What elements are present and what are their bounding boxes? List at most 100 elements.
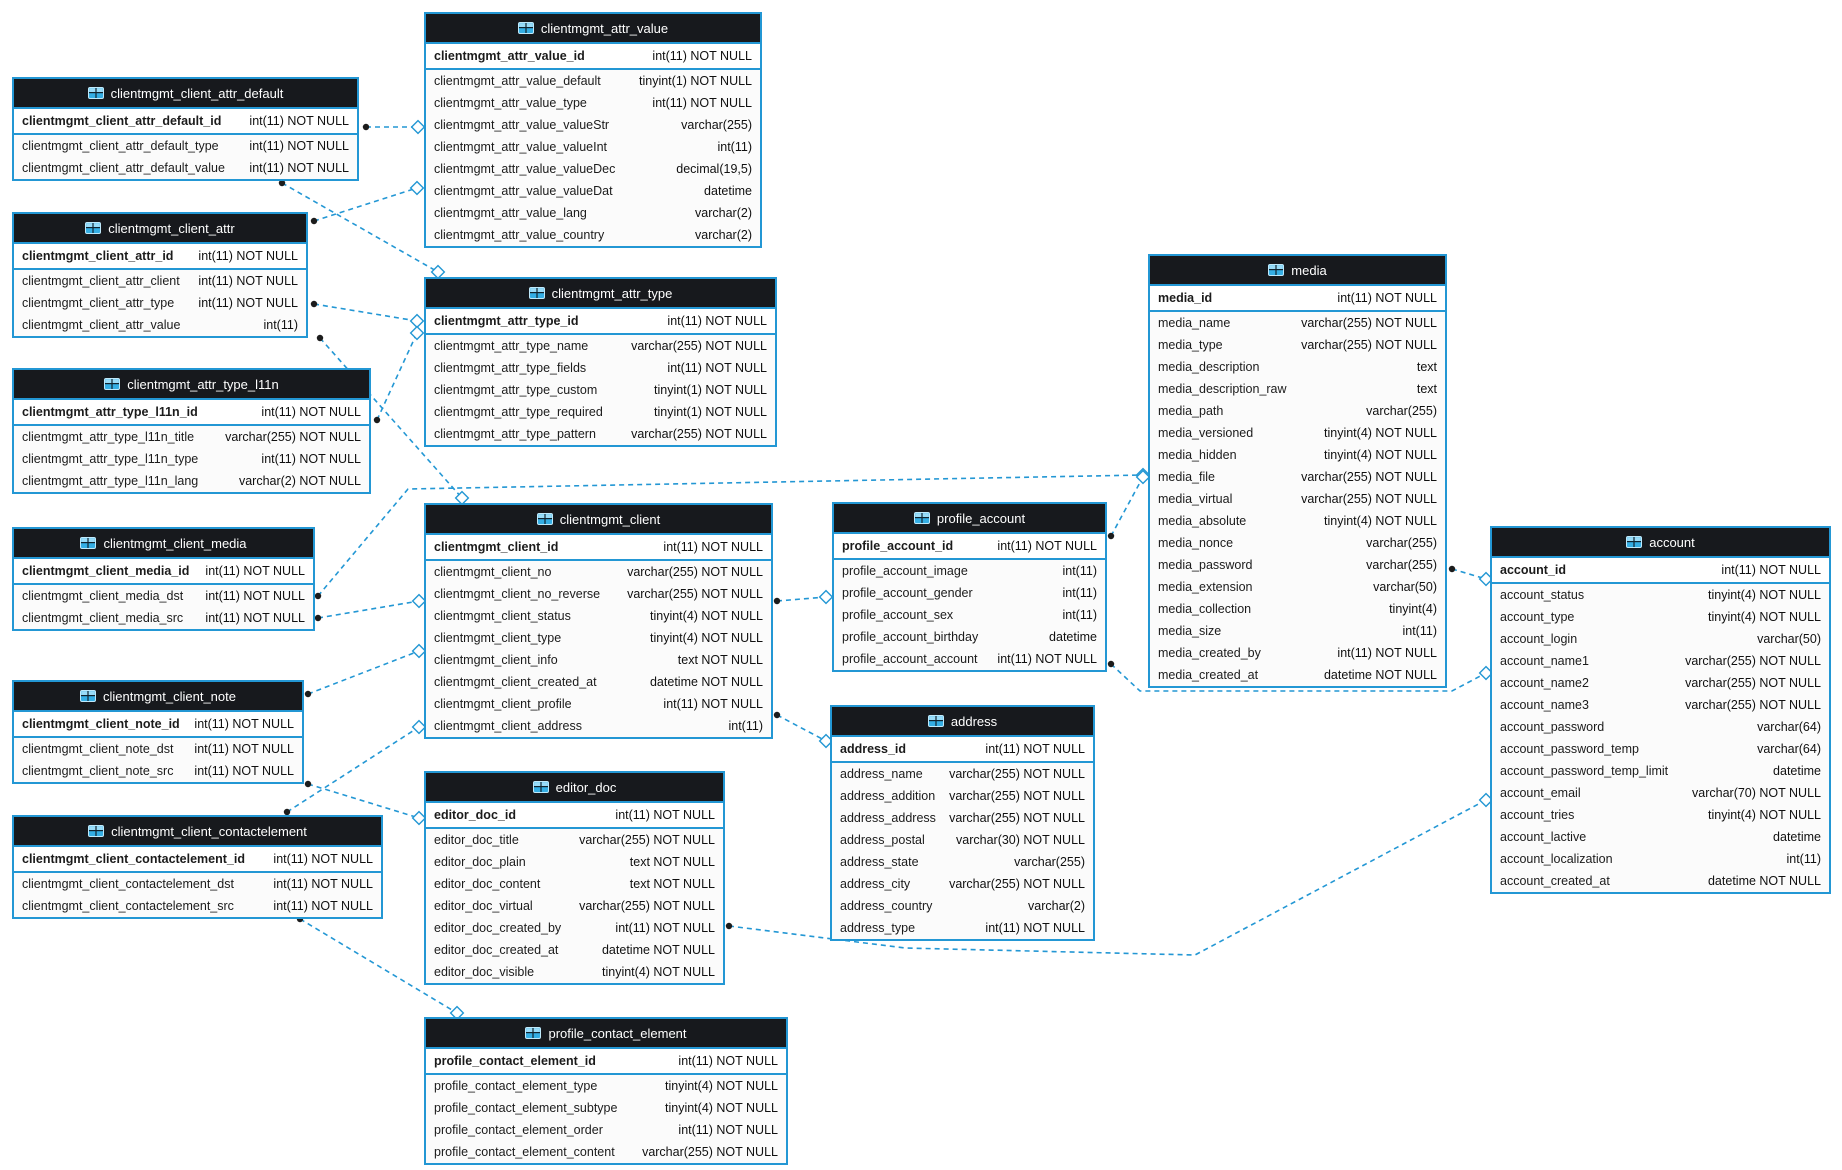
relationship-line-clientmgmt_client_media-to-clientmgmt_client[interactable] — [317, 600, 420, 619]
relationship-line-clientmgmt_client_attr-to-clientmgmt_attr_value[interactable] — [313, 187, 418, 222]
relationship-line-profile_account-to-media[interactable] — [1110, 476, 1144, 537]
relationship-line-editor_doc-to-account[interactable] — [728, 799, 1487, 956]
relationship-line-clientmgmt_client_contactelement-to-profile_contact_element[interactable] — [299, 918, 458, 1014]
table-header[interactable]: clientmgmt_attr_type_l11n — [14, 370, 369, 398]
table-header[interactable]: profile_account — [834, 504, 1105, 532]
relationship-line-clientmgmt_client_note-to-editor_doc[interactable] — [307, 783, 420, 819]
relationship-line-clientmgmt_attr_type_l11n-to-clientmgmt_attr_type[interactable] — [376, 332, 418, 421]
relationship-line-clientmgmt_client_contactelement-to-clientmgmt_client[interactable] — [286, 726, 420, 813]
table-header[interactable]: address — [832, 707, 1093, 735]
relationship-line-clientmgmt_client_attr_default-to-clientmgmt_attr_type[interactable] — [281, 182, 439, 273]
relationship-line-clientmgmt_client-to-profile_account[interactable] — [776, 596, 827, 602]
relationship-line-clientmgmt_client_media-to-media[interactable] — [317, 474, 1144, 597]
table-header[interactable]: media — [1150, 256, 1445, 284]
table-header[interactable]: clientmgmt_attr_value — [426, 14, 760, 42]
relationship-line-clientmgmt_client_note-to-clientmgmt_client[interactable] — [307, 650, 420, 695]
table-header[interactable]: clientmgmt_client_attr — [14, 214, 306, 242]
table-header[interactable]: clientmgmt_attr_type — [426, 279, 775, 307]
table-clientmgmt_client_media[interactable]: clientmgmt_client_media clientmgmt_client… — [12, 527, 315, 631]
table-header[interactable]: clientmgmt_client_media — [14, 529, 313, 557]
table-header[interactable]: clientmgmt_client_note — [14, 682, 302, 710]
